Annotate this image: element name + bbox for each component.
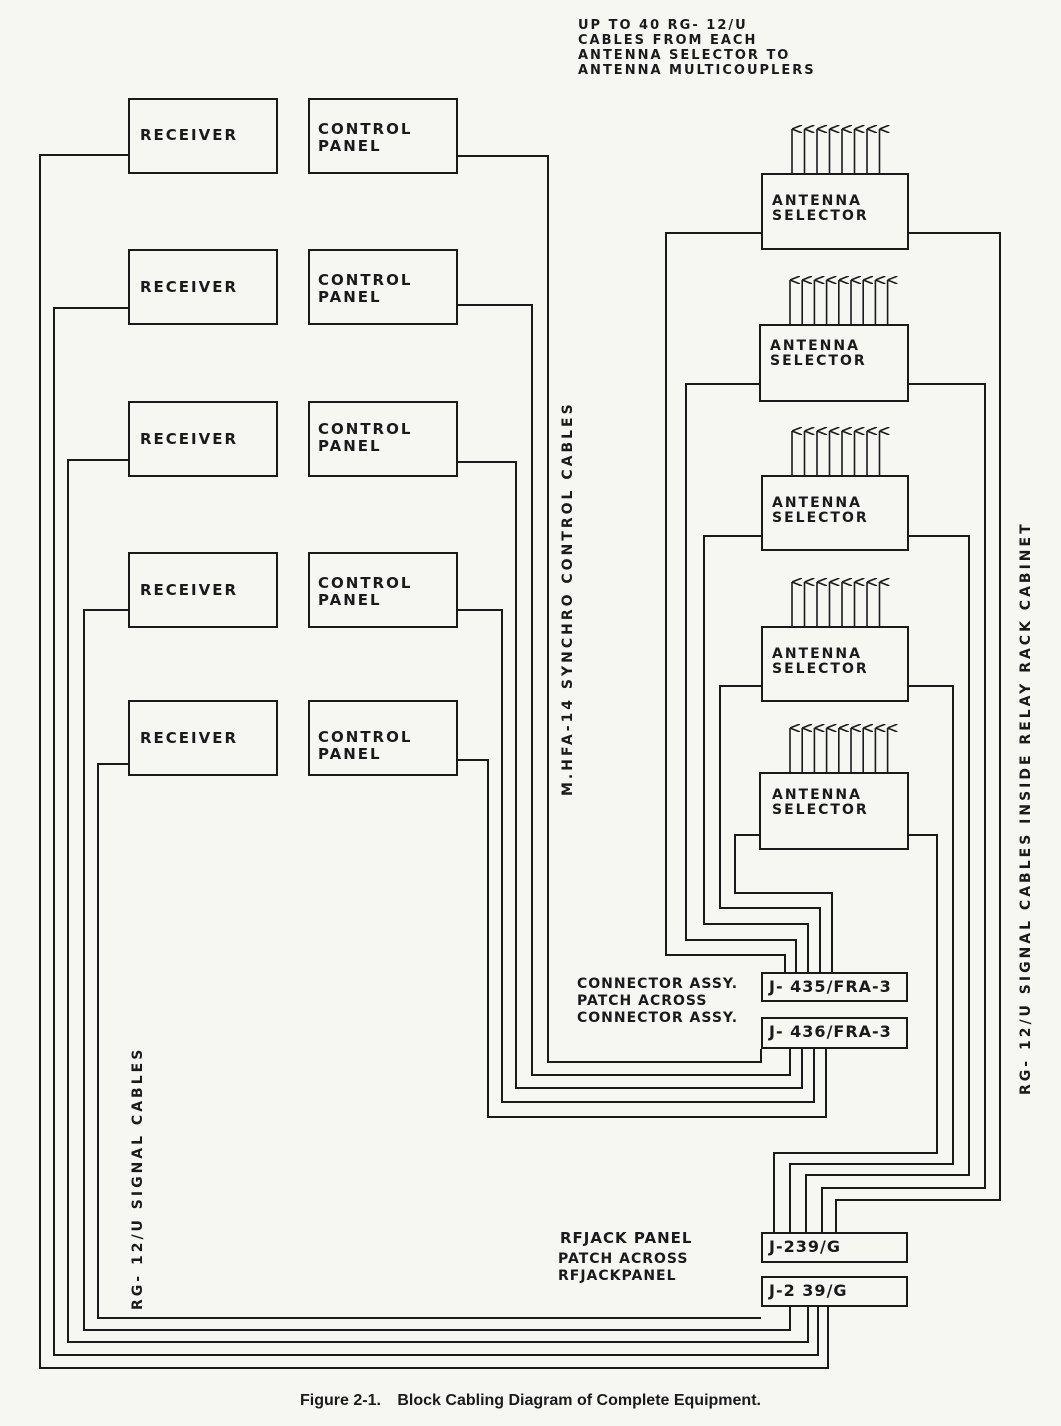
relay-signal-cables-label: RG- 12/U SIGNAL CABLES INSIDE RELAY RACK… bbox=[1018, 521, 1034, 1095]
control-panel-label-3: CONTROL PANEL bbox=[318, 420, 413, 455]
synchro-cable-3 bbox=[458, 461, 803, 1089]
control-panel-box-3 bbox=[308, 401, 458, 477]
selector-cable-right-2 bbox=[821, 383, 986, 1232]
antenna-selector-box-1 bbox=[761, 173, 909, 250]
selector-cable-right-3 bbox=[805, 535, 970, 1232]
figure-caption: Figure 2-1. Block Cabling Diagram of Com… bbox=[0, 1392, 1061, 1410]
receiver-label-2: RECEIVER bbox=[140, 278, 239, 296]
rf-cable-receiver-1 bbox=[39, 154, 829, 1369]
control-panel-label-2: CONTROL PANEL bbox=[318, 271, 413, 306]
rf-jack-panel-sub: PATCH ACROSS RFJACKPANEL bbox=[558, 1251, 689, 1284]
multicoupler-note: UP TO 40 RG- 12/U CABLES FROM EACH ANTEN… bbox=[578, 18, 816, 78]
rf-cable-receiver-3 bbox=[67, 459, 809, 1343]
receiver-box-1 bbox=[128, 98, 278, 174]
receiver-label-1: RECEIVER bbox=[140, 126, 239, 144]
selector-cable-right-5 bbox=[773, 834, 938, 1232]
receiver-label-3: RECEIVER bbox=[140, 430, 239, 448]
rf-jack-j239-bottom: J-2 39/G bbox=[761, 1276, 908, 1307]
selector-cable-left-5 bbox=[734, 834, 833, 972]
antenna-selector-box-4 bbox=[761, 626, 909, 702]
synchro-cable-2 bbox=[458, 304, 791, 1076]
receiver-box-2 bbox=[128, 249, 278, 325]
synchro-cable-4 bbox=[458, 609, 815, 1103]
figure-number: Figure 2-1. bbox=[300, 1392, 381, 1409]
rf-jack-panel-title: RFJACK PANEL bbox=[560, 1229, 693, 1247]
antenna-selector-label-3: ANTENNA SELECTOR bbox=[772, 495, 869, 526]
synchro-cable-5 bbox=[458, 759, 827, 1118]
receiver-box-5 bbox=[128, 700, 278, 776]
control-panel-label-5: CONTROL PANEL bbox=[318, 728, 413, 763]
antenna-selector-label-1: ANTENNA SELECTOR bbox=[772, 193, 869, 224]
antenna-selector-box-2 bbox=[759, 324, 909, 402]
control-panel-box-1 bbox=[308, 98, 458, 174]
synchro-cable-1 bbox=[458, 155, 762, 1063]
cable-runs bbox=[39, 154, 1001, 1369]
control-panel-box-5 bbox=[308, 700, 458, 776]
rg12-signal-cables-label: RG- 12/U SIGNAL CABLES bbox=[130, 1046, 146, 1310]
connector-j435: J- 435/FRA-3 bbox=[761, 972, 908, 1002]
selector-cable-right-1 bbox=[835, 232, 1001, 1232]
figure-title: Block Cabling Diagram of Complete Equipm… bbox=[397, 1392, 761, 1409]
selector-cable-left-2 bbox=[685, 383, 797, 972]
rf-cable-receiver-5 bbox=[97, 763, 761, 1319]
rf-cable-receiver-4 bbox=[83, 609, 791, 1331]
antenna-selector-box-5 bbox=[759, 772, 909, 850]
receiver-box-4 bbox=[128, 552, 278, 628]
control-panel-label-1: CONTROL PANEL bbox=[318, 120, 413, 155]
receiver-label-5: RECEIVER bbox=[140, 729, 239, 747]
antenna-selector-box-3 bbox=[761, 475, 909, 551]
antenna-selector-label-2: ANTENNA SELECTOR bbox=[770, 338, 867, 369]
receiver-label-4: RECEIVER bbox=[140, 581, 239, 599]
antenna-selector-label-4: ANTENNA SELECTOR bbox=[772, 646, 869, 677]
control-panel-label-4: CONTROL PANEL bbox=[318, 574, 413, 609]
rf-cable-receiver-2 bbox=[53, 307, 819, 1356]
selector-cable-left-4 bbox=[719, 685, 821, 972]
connector-j436: J- 436/FRA-3 bbox=[761, 1017, 908, 1049]
selector-cable-right-4 bbox=[789, 685, 954, 1232]
connector-assy-label: CONNECTOR ASSY. PATCH ACROSS CONNECTOR A… bbox=[577, 976, 739, 1026]
antenna-selector-label-5: ANTENNA SELECTOR bbox=[772, 787, 869, 818]
control-panel-box-2 bbox=[308, 249, 458, 325]
receiver-box-3 bbox=[128, 401, 278, 477]
rf-jack-j239-top: J-239/G bbox=[761, 1232, 908, 1263]
selector-cable-left-3 bbox=[703, 535, 809, 972]
selector-cable-left-1 bbox=[665, 232, 786, 972]
synchro-cables-label: M.HFA-14 SYNCHRO CONTROL CABLES bbox=[560, 401, 576, 796]
multicoupler-arrows bbox=[789, 129, 888, 772]
control-panel-box-4 bbox=[308, 552, 458, 628]
